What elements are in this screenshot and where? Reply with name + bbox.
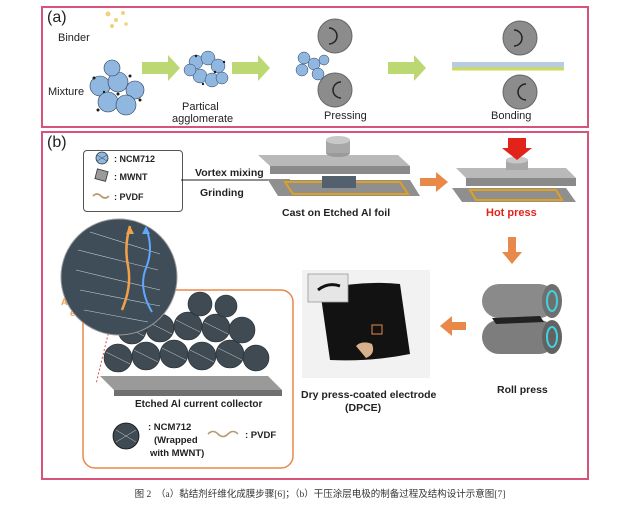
anchoring-label-line2: effect <box>70 308 95 318</box>
pressing-particles <box>295 51 330 81</box>
hot-press-label: Hot press <box>486 207 537 219</box>
figure-caption: 图 2 （a）黏结剂纤维化成膜步骤[6]；（b）干压涂层电极的制备过程及结构设计… <box>134 490 506 500</box>
inset-ncm-line3: with MWNT) <box>150 448 205 459</box>
li-ion-label: Li⁺ <box>156 251 171 262</box>
panel-a-tag: (a) <box>47 9 67 26</box>
agglomerate-label-line2: agglomerate <box>172 113 234 125</box>
panel-b-tag: (b) <box>47 134 67 151</box>
bonding-label: Bonding <box>491 110 532 122</box>
electron-label: e⁻ <box>128 297 139 308</box>
vortex-mixing-label: Vortex mixing <box>195 167 264 179</box>
grinding-label: Grinding <box>200 187 244 199</box>
legend-mwnt-label: : MWNT <box>114 172 148 182</box>
inset-pvdf-label: : PVDF <box>245 430 277 441</box>
bonding-rollers <box>502 20 538 110</box>
dpce-label-line1: Dry press-coated electrode <box>301 389 437 401</box>
dpce-label-line2: (DPCE) <box>345 402 382 414</box>
panel-b-frame <box>41 131 589 480</box>
roll-press-label: Roll press <box>497 384 548 396</box>
inset-ncm-line2: (Wrapped <box>154 435 198 446</box>
pressing-rollers <box>317 18 353 108</box>
binder-particles <box>105 11 128 28</box>
inset-ncm-line1: : NCM712 <box>148 422 192 433</box>
process-arrows-a <box>142 55 426 81</box>
agglomerate-label-line1: Partical <box>182 101 219 113</box>
legend-ncm-label: : NCM712 <box>114 154 156 164</box>
cast-label: Cast on Etched Al foil <box>282 207 391 219</box>
mixture-particles <box>89 59 145 116</box>
anchoring-label-line1: Anchoring <box>61 297 106 307</box>
panel-a-frame <box>41 6 589 128</box>
binder-label: Binder <box>58 32 90 44</box>
mixture-label: Mixture <box>48 86 85 98</box>
legend-pvdf-label: : PVDF <box>114 192 144 202</box>
collector-label: Etched Al current collector <box>135 399 263 410</box>
pressing-label: Pressing <box>324 110 367 122</box>
agglomerate-particles <box>183 50 229 88</box>
bonding-film <box>452 62 564 68</box>
